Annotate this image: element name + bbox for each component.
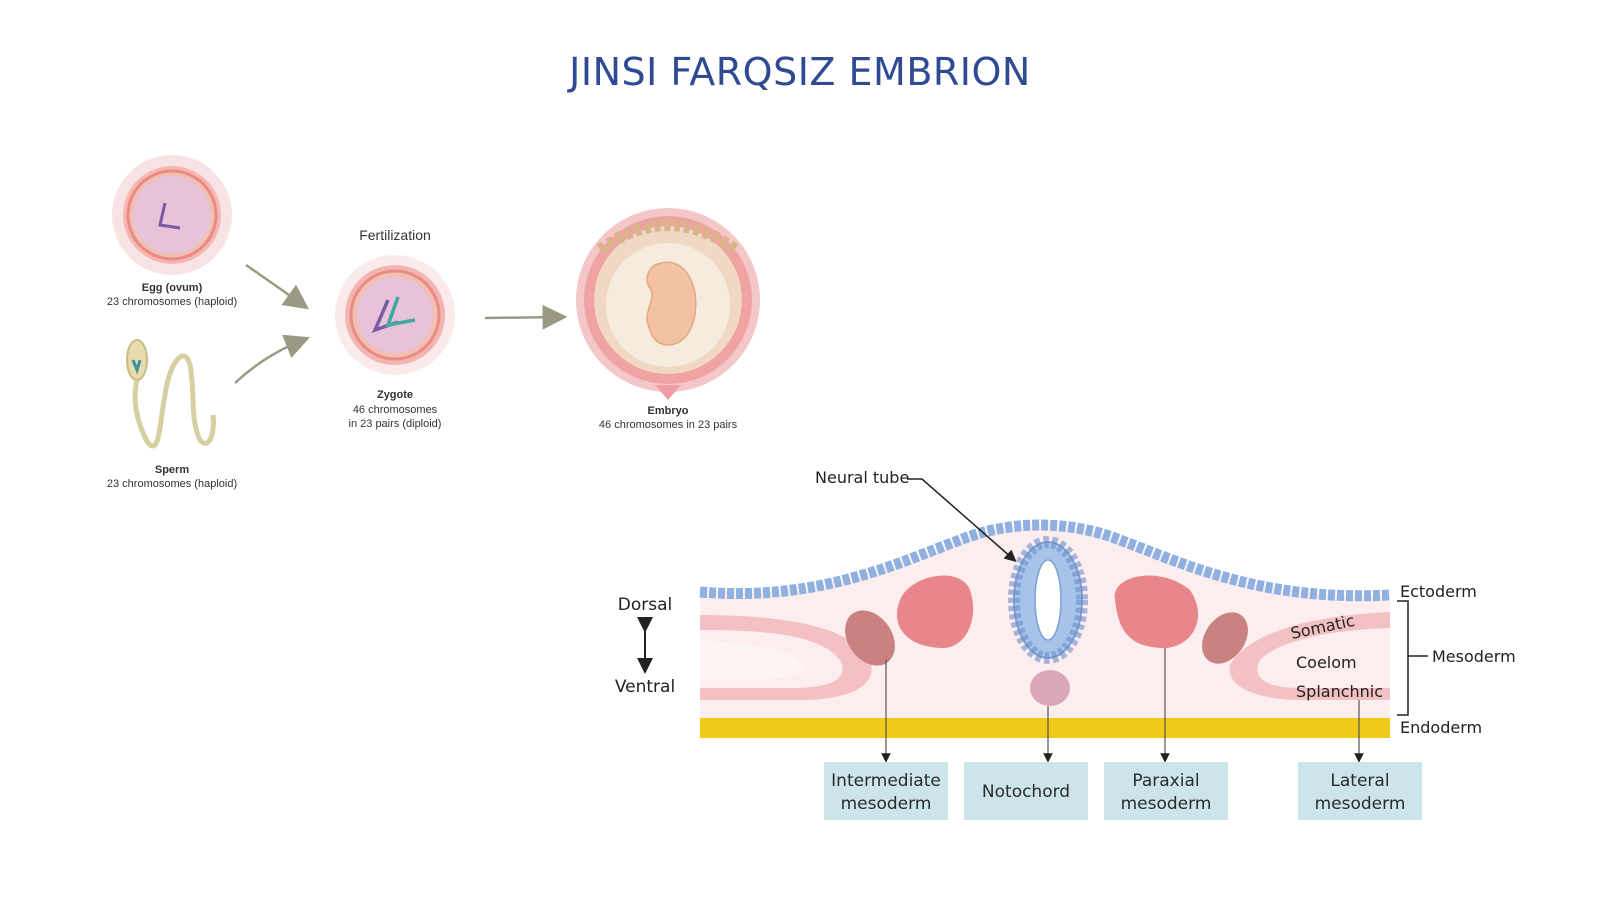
embryo-illustration (576, 208, 760, 400)
embryo-label: Embryo (648, 405, 689, 417)
intermediate-mesoderm-right (1202, 612, 1248, 664)
mesoderm-bracket (1397, 600, 1409, 716)
ectoderm-label: Ectoderm (1400, 582, 1477, 601)
fertilization-heading: Fertilization (359, 227, 431, 243)
egg-label: Egg (ovum) (142, 282, 203, 294)
sperm-to-zygote-arrow (234, 334, 310, 384)
paraxial-mesoderm-right (1114, 575, 1199, 649)
box-notochord: Notochord (964, 762, 1088, 820)
box-lateral-line2: mesoderm (1315, 794, 1406, 814)
coelom-left (700, 640, 805, 680)
box-paraxial-mesoderm: Paraxial mesoderm (1104, 762, 1228, 820)
sperm-detail: 23 chromosomes (haploid) (107, 478, 237, 490)
coelom-label: Coelom (1296, 653, 1357, 672)
egg-to-zygote-arrow (245, 263, 310, 310)
box-intermediate-line2: mesoderm (841, 794, 932, 814)
box-paraxial-line1: Paraxial (1132, 771, 1199, 791)
sperm-label: Sperm (155, 464, 189, 476)
zygote-illustration (335, 255, 455, 375)
embryo-detail: 46 chromosomes in 23 pairs (599, 419, 738, 431)
lateral-plate-right (1229, 612, 1390, 700)
notochord-shape (1030, 670, 1070, 706)
zygote-detail-2: in 23 pairs (diploid) (349, 418, 442, 430)
ventral-label: Ventral (615, 677, 675, 697)
mesoderm-label: Mesoderm (1432, 647, 1516, 666)
zygote-to-embryo-arrow (484, 304, 568, 330)
box-intermediate-mesoderm: Intermediate mesoderm (824, 762, 948, 820)
neural-tube-pointer (907, 478, 1017, 562)
zygote-detail-1: 46 chromosomes (353, 404, 438, 416)
box-intermediate-line1: Intermediate (831, 771, 941, 791)
sperm-illustration (126, 339, 216, 449)
paraxial-mesoderm-left (896, 575, 974, 649)
ectoderm-layer (699, 519, 1391, 602)
endoderm-label: Endoderm (1400, 718, 1482, 737)
page-title: JINSI FARQSIZ EMBRION (569, 50, 1031, 94)
box-lateral-line1: Lateral (1330, 771, 1389, 791)
box-notochord-line1: Notochord (982, 782, 1070, 802)
intermediate-mesoderm-left (845, 610, 895, 666)
egg-detail: 23 chromosomes (haploid) (107, 296, 237, 308)
zygote-label: Zygote (377, 389, 413, 401)
egg-illustration (112, 155, 232, 275)
box-lateral-mesoderm: Lateral mesoderm (1298, 762, 1422, 820)
box-paraxial-line2: mesoderm (1121, 794, 1212, 814)
dorsal-label: Dorsal (618, 595, 672, 615)
neural-tube-label: Neural tube (815, 468, 909, 487)
lateral-plate-left (700, 615, 872, 700)
endoderm-layer (700, 718, 1390, 738)
splanchnic-label: Splanchnic (1296, 682, 1383, 701)
